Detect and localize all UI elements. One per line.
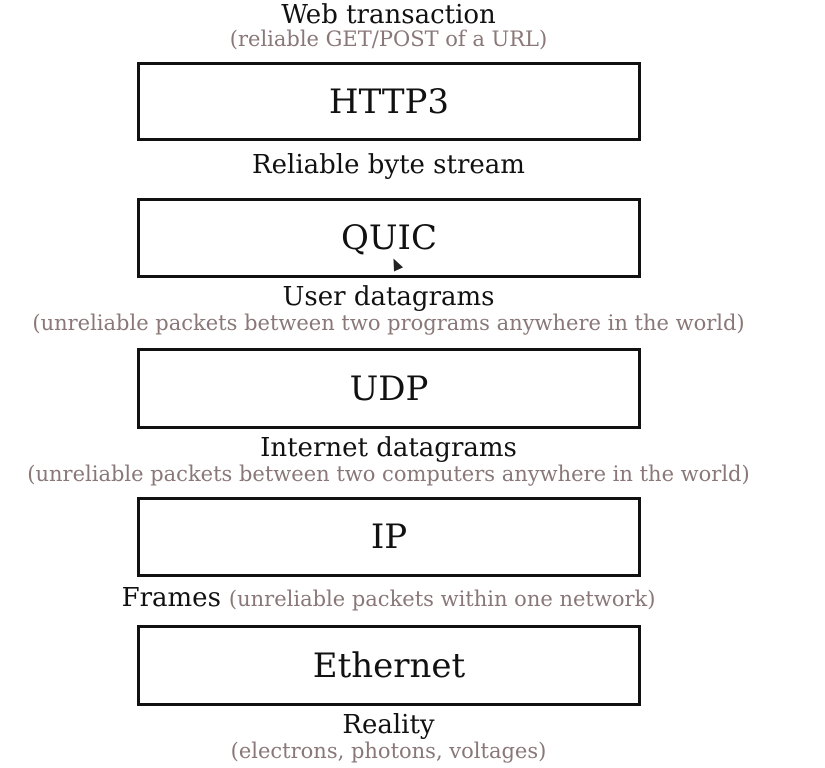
interface-subtitle-frames: (unreliable packets within one network) bbox=[228, 587, 656, 611]
interface-title-reality: Reality bbox=[342, 710, 435, 740]
layer-label-udp: UDP bbox=[349, 368, 429, 409]
layer-box-ip: IP bbox=[137, 497, 641, 577]
interface-title-internet-datagrams: Internet datagrams bbox=[260, 433, 517, 463]
layer-label-quic: QUIC bbox=[341, 218, 437, 258]
layer-label-ip: IP bbox=[370, 517, 408, 557]
interface-title-web-transaction: Web transaction bbox=[281, 0, 496, 30]
interface-subtitle-web-transaction: (reliable GET/POST of a URL) bbox=[229, 27, 548, 51]
layer-label-http3: HTTP3 bbox=[328, 81, 450, 122]
layer-box-udp: UDP bbox=[137, 348, 641, 429]
layer-box-quic: QUIC bbox=[137, 198, 641, 278]
layer-box-ethernet: Ethernet bbox=[137, 625, 641, 706]
interface-title-frames: Frames bbox=[121, 583, 221, 613]
layer-box-http3: HTTP3 bbox=[137, 62, 641, 141]
interface-frames-line: Frames (unreliable packets within one net… bbox=[0, 585, 777, 611]
interface-title-reliable-byte-stream: Reliable byte stream bbox=[252, 150, 525, 180]
interface-subtitle-user-datagrams: (unreliable packets between two programs… bbox=[32, 311, 745, 335]
interface-subtitle-reality: (electrons, photons, voltages) bbox=[230, 739, 547, 763]
interface-subtitle-internet-datagrams: (unreliable packets between two computer… bbox=[27, 462, 750, 486]
layer-label-ethernet: Ethernet bbox=[312, 645, 466, 686]
interface-title-user-datagrams: User datagrams bbox=[282, 282, 495, 312]
